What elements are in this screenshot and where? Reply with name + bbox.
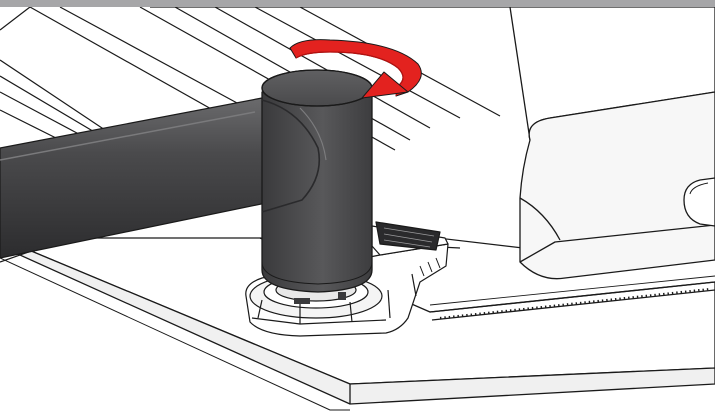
right-housing — [429, 6, 715, 321]
top-band-fill — [0, 0, 715, 7]
vertical-post — [261, 69, 373, 293]
rotate-clockwise-arrow-icon — [289, 39, 422, 99]
groove-serration — [439, 287, 711, 320]
